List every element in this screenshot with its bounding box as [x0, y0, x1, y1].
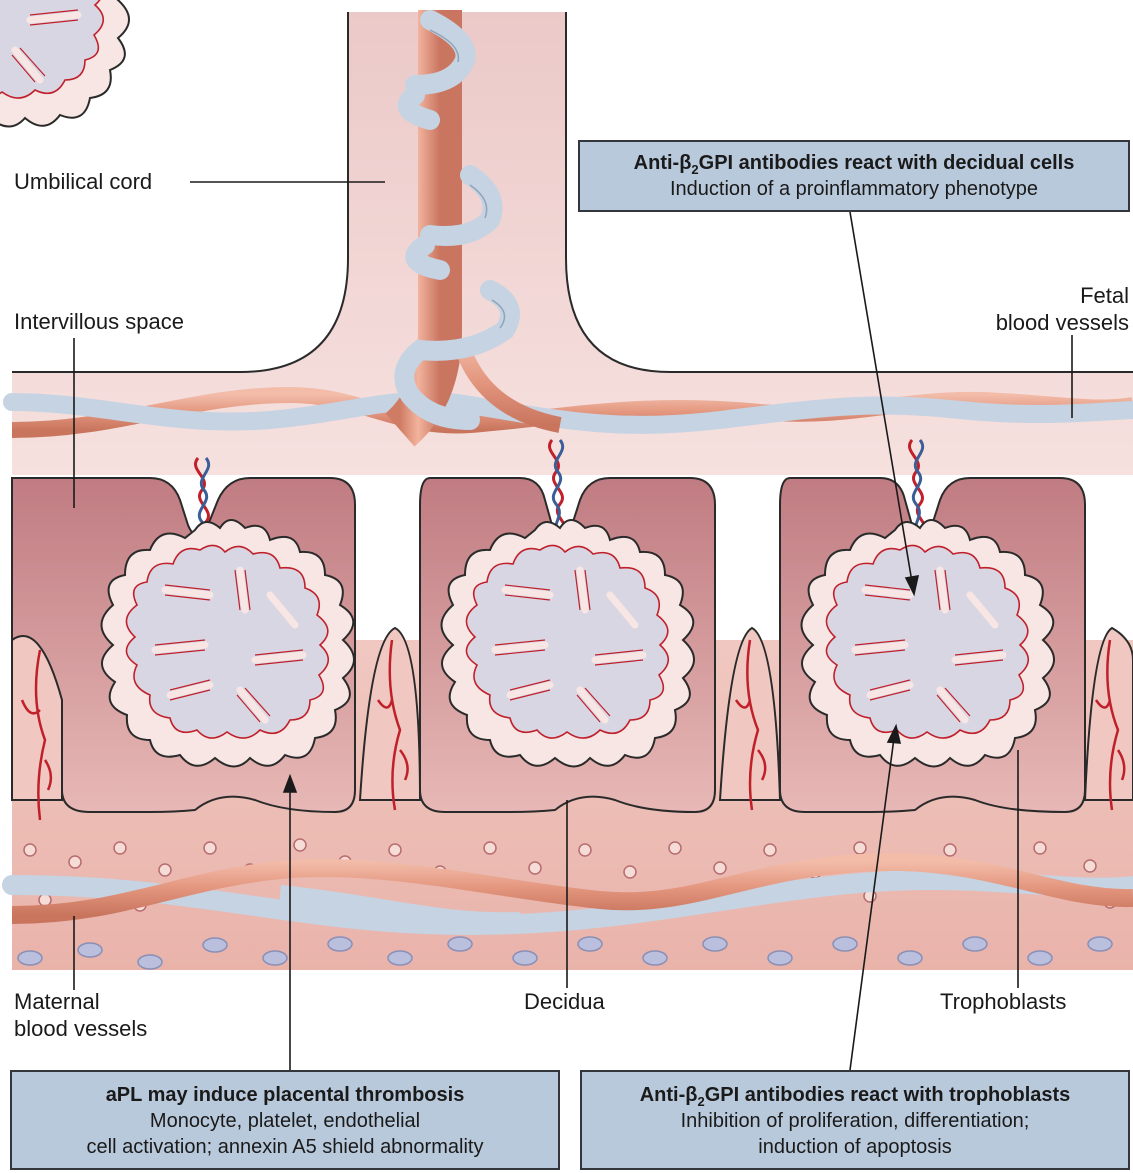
box-thrombosis-line1: Monocyte, platelet, endothelial: [12, 1108, 558, 1134]
box-trophoblasts: Anti-β2GPI antibodies react with trophob…: [580, 1070, 1130, 1170]
box-trophoblasts-line2: induction of apoptosis: [582, 1134, 1128, 1160]
box-trophoblasts-title: Anti-β2GPI antibodies react with trophob…: [582, 1082, 1128, 1108]
label-intervillous-space: Intervillous space: [14, 308, 184, 335]
box-decidual-line1: Induction of a proinflammatory phenotype: [580, 176, 1128, 202]
villus-right: [802, 520, 1055, 767]
chorionic-villus: [0, 0, 129, 127]
label-fetal-line2: blood vessels: [996, 309, 1129, 336]
label-fetal-blood-vessels: Fetal blood vessels: [996, 282, 1129, 336]
label-trophoblasts: Trophoblasts: [940, 988, 1066, 1015]
villus-middle: [442, 520, 695, 767]
label-maternal-line2: blood vessels: [14, 1015, 147, 1042]
box-decidual-title: Anti-β2GPI antibodies react with decidua…: [580, 150, 1128, 176]
box-decidual-cells: Anti-β2GPI antibodies react with decidua…: [578, 140, 1130, 212]
box-trophoblasts-line1: Inhibition of proliferation, differentia…: [582, 1108, 1128, 1134]
box-thrombosis-title: aPL may induce placental thrombosis: [12, 1082, 558, 1108]
label-maternal-blood-vessels: Maternal blood vessels: [14, 988, 147, 1042]
villus-left: [102, 520, 355, 767]
label-umbilical-cord: Umbilical cord: [14, 168, 152, 195]
label-decidua: Decidua: [524, 988, 605, 1015]
label-fetal-line1: Fetal: [996, 282, 1129, 309]
box-thrombosis-line2: cell activation; annexin A5 shield abnor…: [12, 1134, 558, 1160]
label-maternal-line1: Maternal: [14, 988, 147, 1015]
box-placental-thrombosis: aPL may induce placental thrombosis Mono…: [10, 1070, 560, 1170]
